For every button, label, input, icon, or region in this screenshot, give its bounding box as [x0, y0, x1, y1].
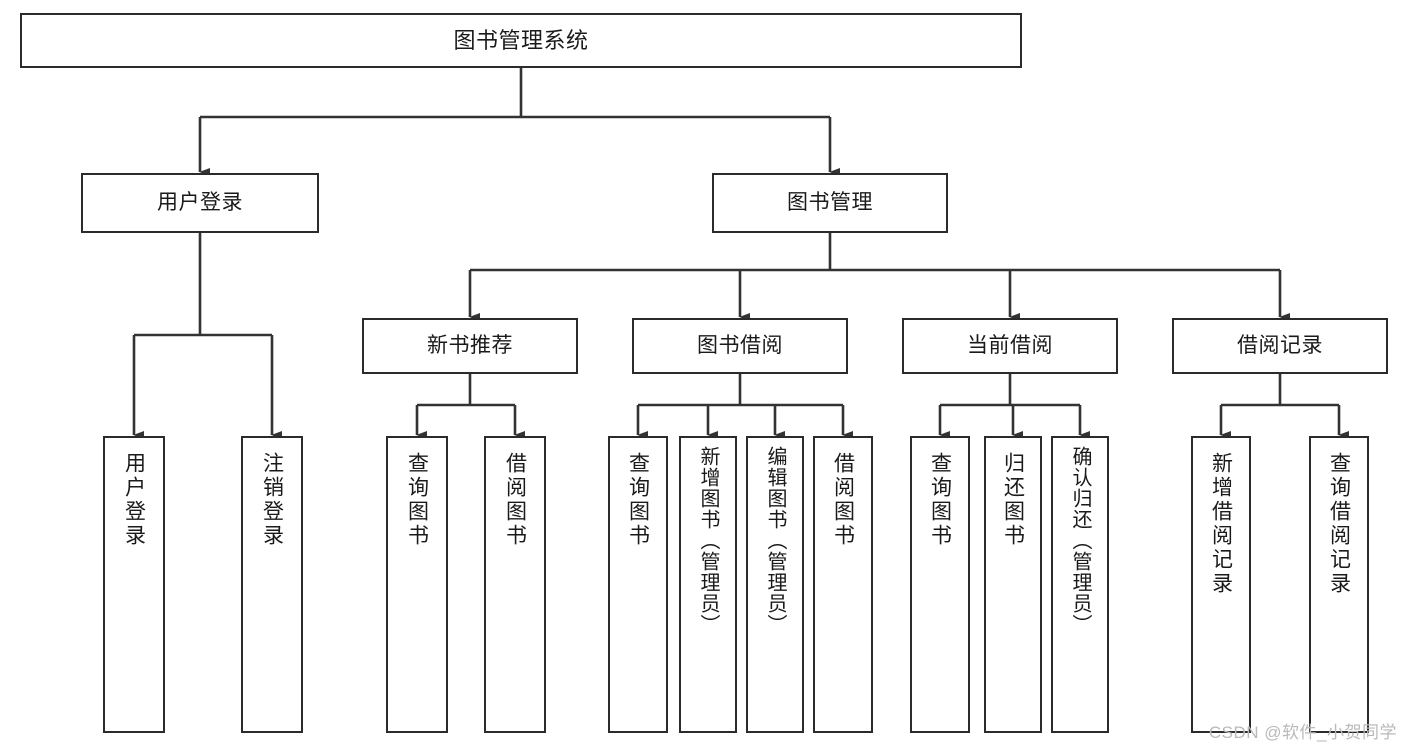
node-leaf-leaf-confirm-return[interactable]: 确认归还（管理员）: [1051, 436, 1109, 733]
node-leaf-leaf-query-book-cur[interactable]: 查询图书: [910, 436, 970, 733]
node-label: 确认归还（管理员）: [1069, 446, 1091, 635]
node-leaf-leaf-add-book[interactable]: 新增图书（管理员）: [679, 436, 737, 733]
node-label: 图书管理: [787, 190, 873, 214]
node-root-root[interactable]: 图书管理系统: [20, 13, 1022, 68]
node-leaf-leaf-query-book-rec[interactable]: 查询图书: [386, 436, 448, 733]
node-label: 查询图书: [626, 452, 650, 548]
node-mid-book-borrow[interactable]: 图书借阅: [632, 318, 848, 374]
node-branch-user-login[interactable]: 用户登录: [81, 173, 319, 233]
node-label: 图书借阅: [697, 333, 783, 357]
node-label: 查询图书: [405, 452, 429, 548]
node-label: 新增借阅记录: [1209, 452, 1233, 596]
node-label: 借阅图书: [503, 452, 527, 548]
node-leaf-leaf-logout[interactable]: 注销登录: [241, 436, 303, 733]
node-mid-borrow-record[interactable]: 借阅记录: [1172, 318, 1388, 374]
node-leaf-leaf-return-book[interactable]: 归还图书: [984, 436, 1042, 733]
node-label: 注销登录: [260, 452, 284, 548]
node-leaf-leaf-user-login[interactable]: 用户登录: [103, 436, 165, 733]
node-leaf-leaf-add-record[interactable]: 新增借阅记录: [1191, 436, 1251, 733]
node-leaf-leaf-borrow-book[interactable]: 借阅图书: [813, 436, 873, 733]
node-label: 查询借阅记录: [1327, 452, 1351, 596]
node-label: 借阅图书: [831, 452, 855, 548]
node-branch-book-manage[interactable]: 图书管理: [712, 173, 948, 233]
node-leaf-leaf-query-record[interactable]: 查询借阅记录: [1309, 436, 1369, 733]
node-leaf-leaf-edit-book[interactable]: 编辑图书（管理员）: [746, 436, 804, 733]
node-mid-new-book-rec[interactable]: 新书推荐: [362, 318, 578, 374]
node-label: 当前借阅: [967, 333, 1053, 357]
node-label: 编辑图书（管理员）: [764, 446, 786, 635]
node-label: 新书推荐: [427, 333, 513, 357]
watermark-text: CSDN @软件_小贺同学: [1208, 723, 1397, 742]
node-label: 图书管理系统: [453, 27, 589, 53]
node-leaf-leaf-query-book-borrow[interactable]: 查询图书: [608, 436, 668, 733]
node-label: 新增图书（管理员）: [697, 446, 719, 635]
node-label: 借阅记录: [1237, 333, 1323, 357]
node-leaf-leaf-borrow-book-rec[interactable]: 借阅图书: [484, 436, 546, 733]
node-label: 归还图书: [1001, 452, 1025, 548]
node-mid-current-borrow[interactable]: 当前借阅: [902, 318, 1118, 374]
node-label: 用户登录: [157, 190, 243, 214]
node-label: 用户登录: [122, 452, 146, 548]
node-label: 查询图书: [928, 452, 952, 548]
